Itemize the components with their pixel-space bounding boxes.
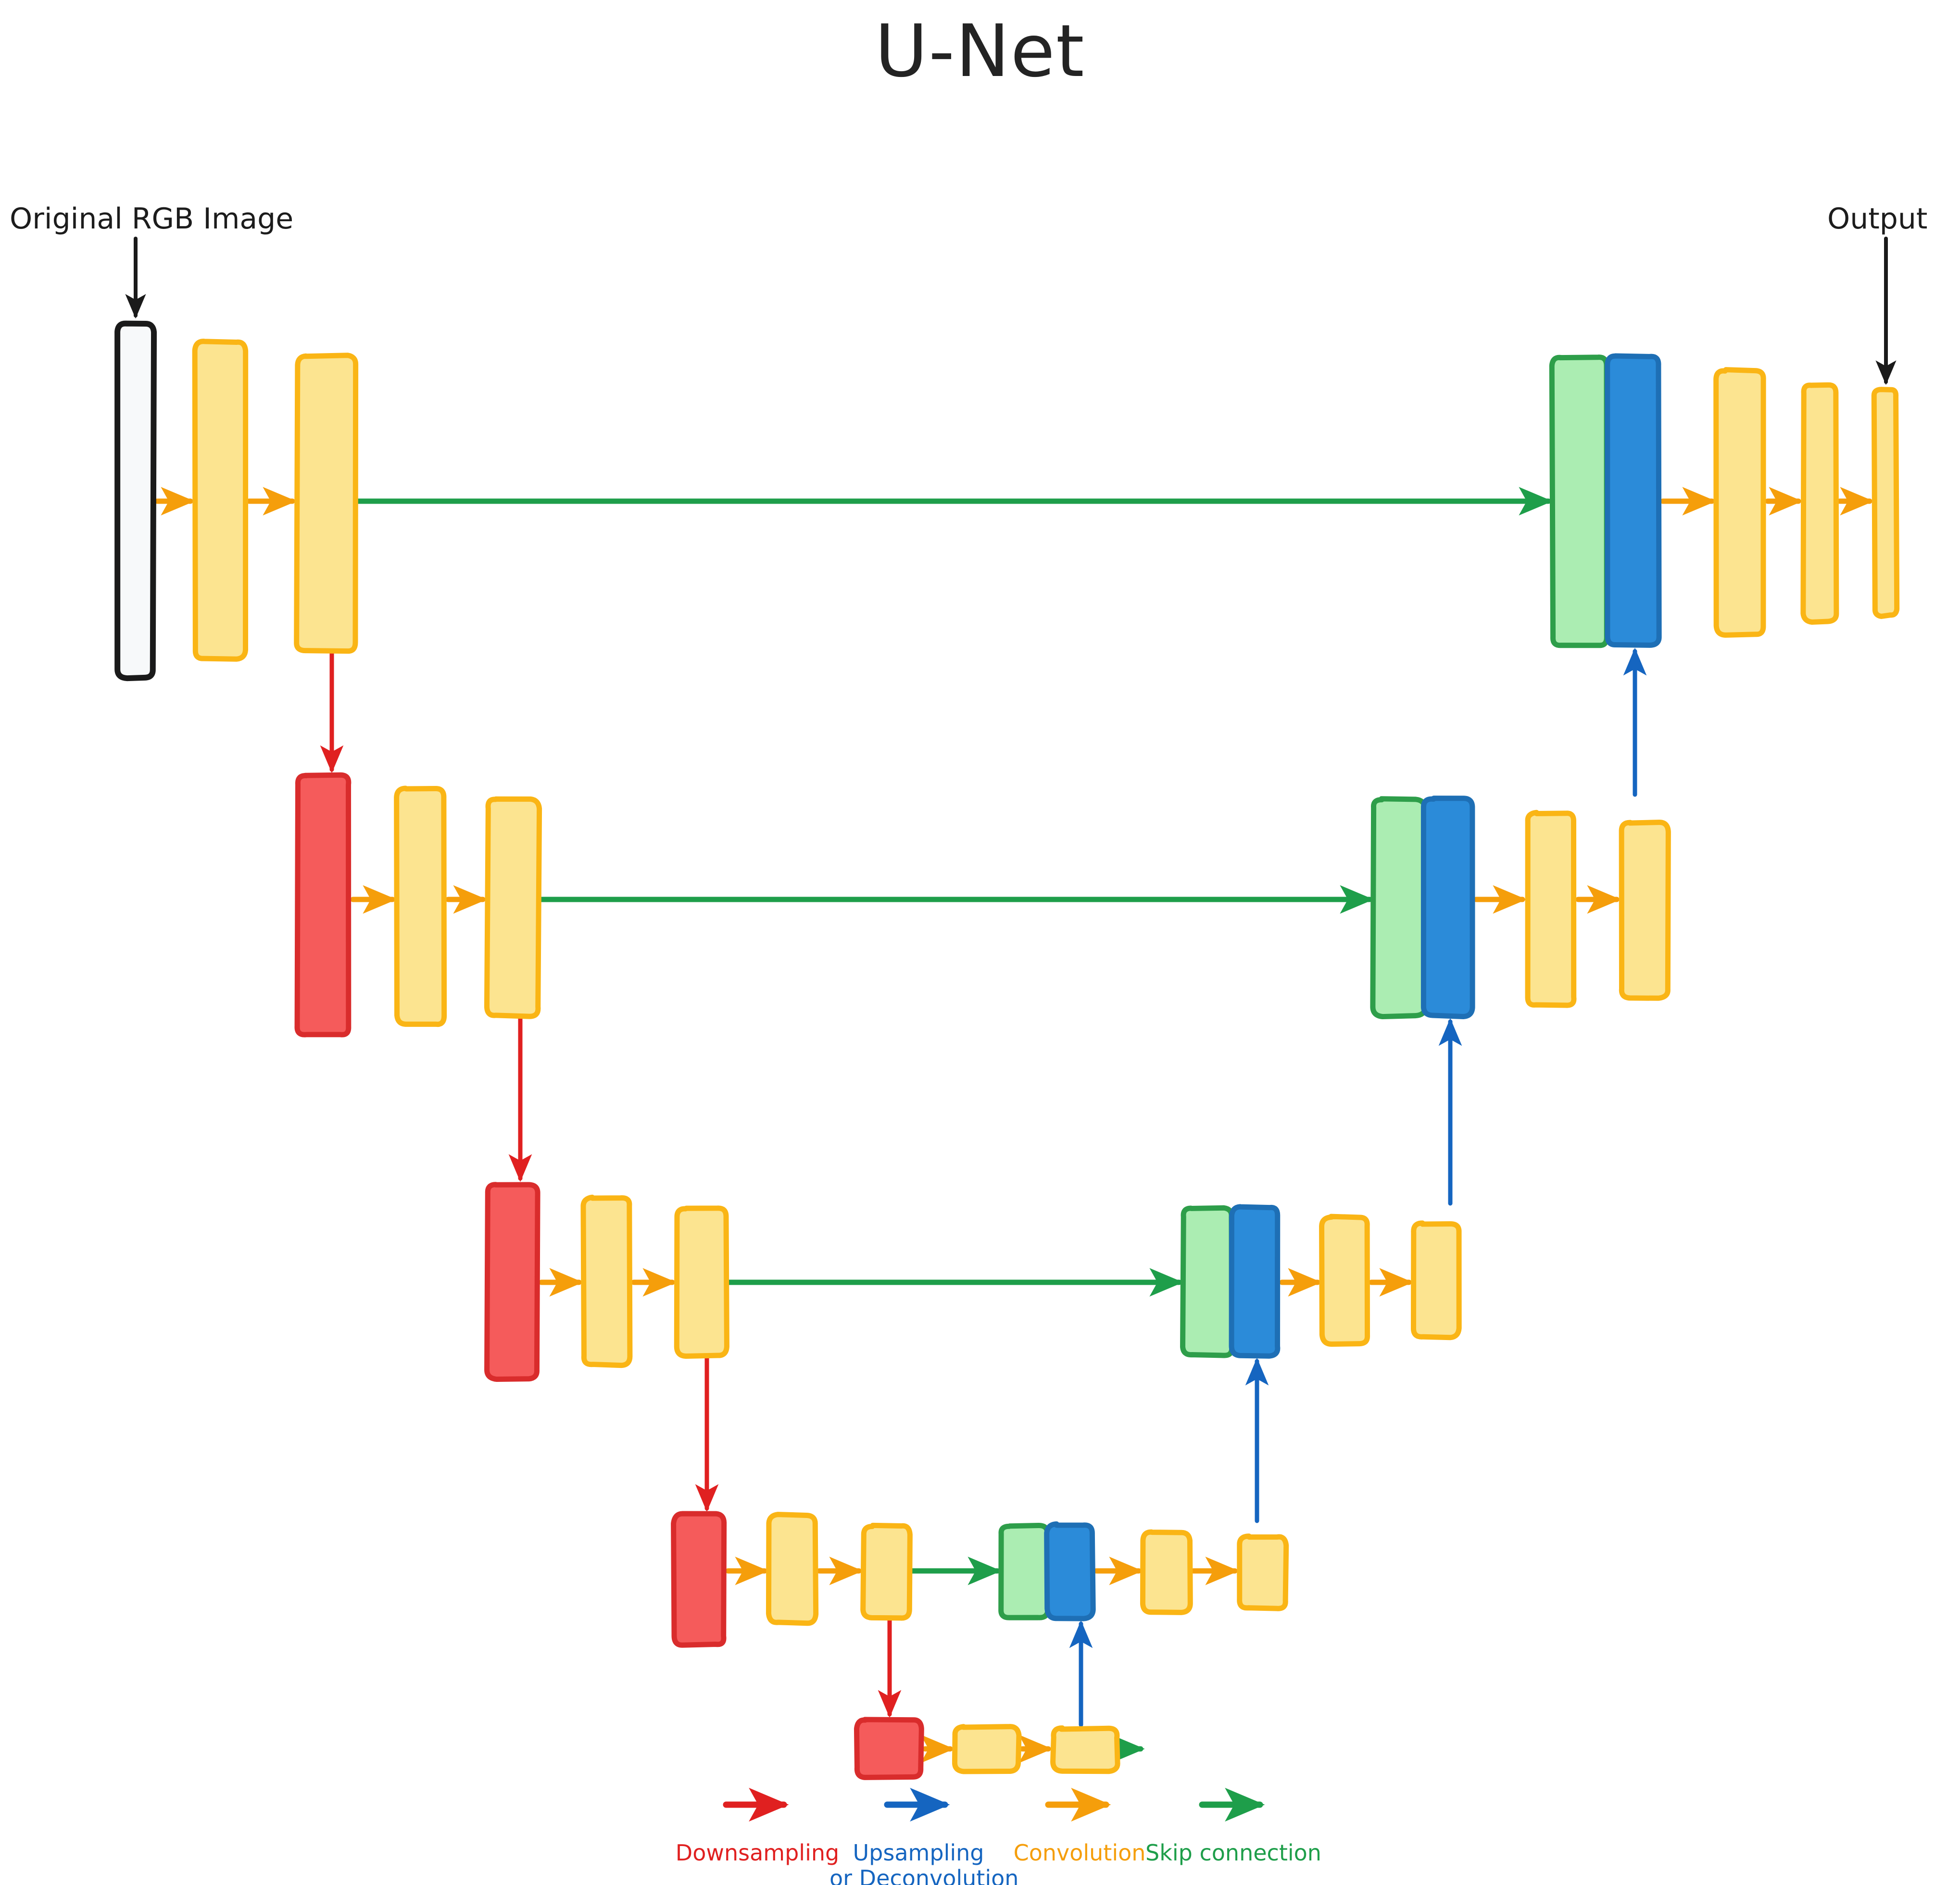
- block-l2-enc-1-red: [294, 772, 352, 1037]
- block-l2-dec-2-blue: [1420, 796, 1475, 1019]
- block-l1-dec-2-blue: [1605, 353, 1662, 648]
- block-l2-dec-3-yellow: [1525, 810, 1577, 1008]
- block-l4-enc-1-red: [671, 1511, 727, 1648]
- block-l3-enc-3-yellow: [674, 1205, 729, 1359]
- legend-item-2-line-1: Upsampling: [853, 1840, 984, 1866]
- block-l3-dec-3-yellow: [1319, 1214, 1370, 1347]
- block-l1-dec-3-yellow: [1713, 367, 1766, 638]
- output-label: Output: [1827, 202, 1928, 236]
- legend-item-3-line-1: Convolution: [1013, 1840, 1146, 1866]
- block-l3-dec-2-blue: [1229, 1204, 1281, 1359]
- block-l3-enc-1-red: [484, 1182, 540, 1382]
- skip-connections-group: [353, 487, 1553, 1763]
- block-l2-enc-2-yellow: [394, 785, 447, 1027]
- block-l4-dec-3-yellow: [1140, 1529, 1193, 1615]
- input-label: Original RGB Image: [10, 202, 294, 236]
- block-l1-dec-4-yellow: [1800, 382, 1839, 625]
- legend-item-1: Downsampling: [668, 1840, 846, 1866]
- legend-item-4: Skip connection: [1144, 1840, 1322, 1866]
- legend-item-3: Convolution: [991, 1840, 1168, 1866]
- block-l4-enc-2-yellow: [766, 1512, 819, 1626]
- block-l5-enc-3-yellow: [1050, 1725, 1120, 1774]
- block-l5-enc-1-red: [854, 1717, 924, 1780]
- legend-item-2-line-2: or Deconvolution: [829, 1865, 1019, 1885]
- block-l1-enc-2-yellow: [192, 339, 249, 662]
- block-l5-enc-2-yellow: [952, 1724, 1022, 1774]
- downsample-arrows-group: [320, 650, 902, 1718]
- block-l1-dec-5-yellow: [1871, 387, 1900, 619]
- upsample-arrows-group: [1069, 647, 1647, 1727]
- block-l3-enc-2-yellow: [580, 1194, 633, 1368]
- block-l3-dec-4-yellow: [1411, 1220, 1462, 1341]
- convolution-arrows-group: [154, 487, 1874, 1763]
- block-l1-enc-3-yellow: [294, 353, 359, 654]
- feature-map-blocks-group: [114, 320, 1900, 1780]
- page-title: U-Net: [875, 10, 1085, 93]
- block-l2-enc-3-yellow: [484, 796, 542, 1019]
- block-l2-dec-4-yellow: [1619, 820, 1671, 1001]
- legend-item-1-line-1: Downsampling: [675, 1840, 840, 1866]
- block-l1-enc-1-input: [114, 320, 157, 682]
- legend-item-4-line-1: Skip connection: [1145, 1840, 1321, 1866]
- external-arrows-group: [125, 237, 1897, 385]
- block-l4-dec-2-blue: [1044, 1521, 1096, 1621]
- block-l4-enc-3-yellow: [860, 1522, 913, 1621]
- block-l4-dec-4-yellow: [1237, 1533, 1289, 1611]
